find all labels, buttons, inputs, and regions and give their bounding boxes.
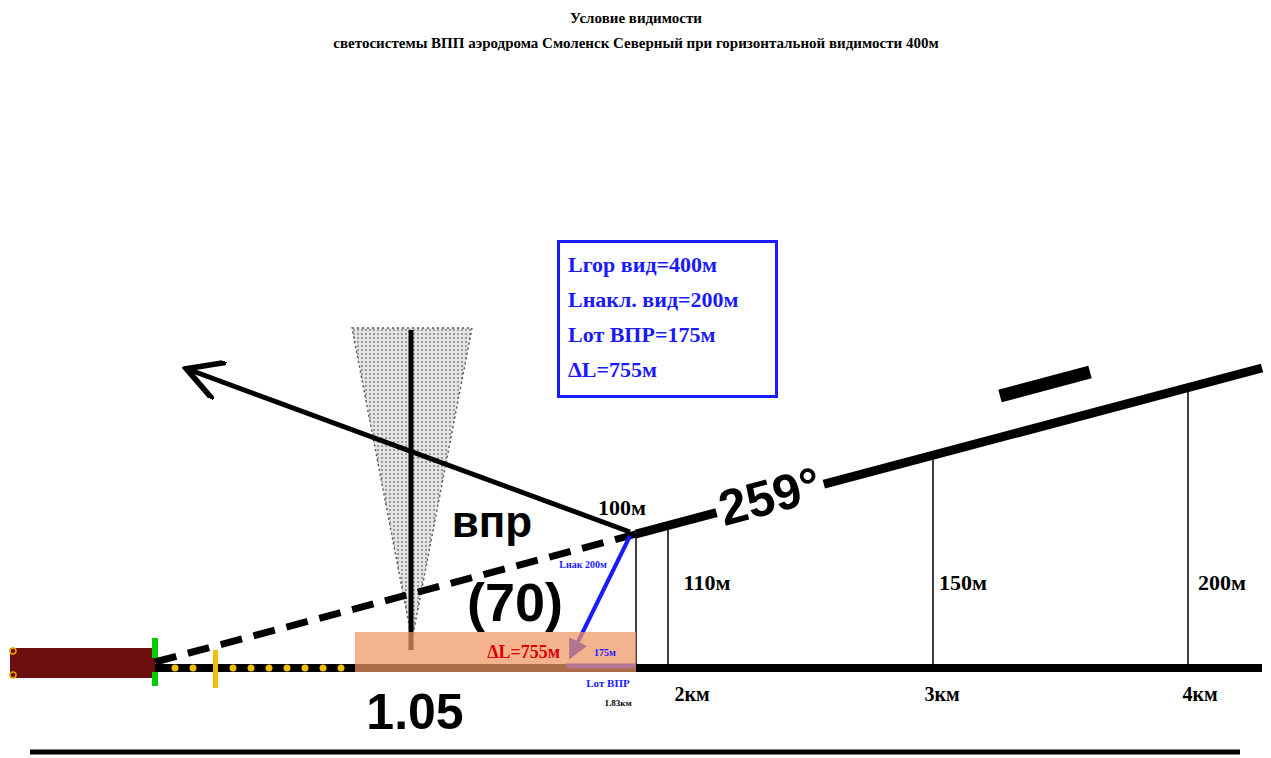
decision-height-label: впр (452, 498, 533, 546)
height-lines (636, 388, 1188, 668)
threshold-light (152, 638, 158, 658)
course-label: 259° (709, 456, 831, 538)
height-label: 110м (684, 571, 731, 595)
node-text: Lгор вид=400м (568, 247, 767, 282)
beacon-mast (409, 330, 414, 650)
distance-label: 2км (674, 683, 709, 705)
node-text: Lот ВПР=175м (568, 317, 767, 352)
distance-label: 1.83км (604, 699, 631, 709)
distance-label: 175м (594, 647, 616, 658)
base-rule (30, 750, 1240, 755)
node-text: ΔL=755м (568, 352, 767, 387)
height-label: 100м (598, 496, 646, 520)
approach-lights (172, 650, 345, 688)
height-label: 150м (939, 571, 987, 595)
ground-line (155, 664, 1262, 672)
distance-label: 4км (1182, 683, 1217, 705)
node-text: Lнакл. вид=200м (568, 282, 767, 317)
height-label: (70) (467, 573, 563, 632)
distance-label: Lот ВПР (586, 677, 629, 689)
title-block: Условие видимости светосистемы ВПП аэрод… (196, 6, 1076, 56)
node-text: ΔL=755м (355, 632, 636, 672)
runway (10, 648, 155, 678)
distance-band: ΔL=755м (355, 632, 636, 672)
distance-label: 3км (924, 683, 959, 705)
diagram-title: Условие видимости светосистемы ВПП аэрод… (333, 10, 938, 51)
slant-visibility-label: Lнак 200м (559, 559, 607, 570)
parameters-box: Lгор вид=400мLнакл. вид=200мLот ВПР=175м… (557, 240, 778, 398)
distance-label: 1.05 (366, 685, 463, 740)
height-label: 200м (1198, 571, 1246, 595)
